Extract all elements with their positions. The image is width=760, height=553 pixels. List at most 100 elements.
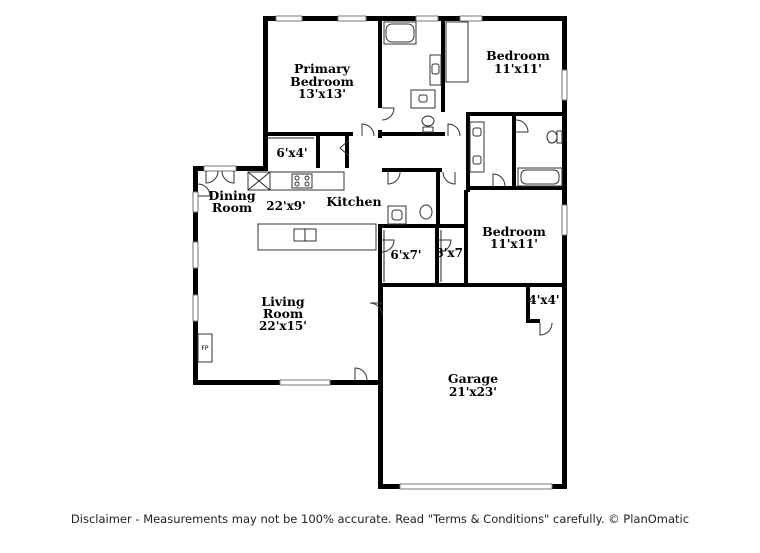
window [192, 241, 199, 269]
toilet-tank [422, 126, 434, 133]
living-room-label: Room [263, 306, 303, 321]
dining-area-dims: 22'x9' [266, 199, 306, 213]
door-swing [361, 123, 375, 137]
door-swing [447, 123, 461, 137]
garage-dims: 21'x23' [449, 385, 497, 399]
dining-side-door [192, 191, 199, 213]
toilet-tank [556, 130, 563, 144]
door-swing [197, 183, 211, 197]
windows [192, 15, 568, 490]
closet-shelf [445, 21, 469, 83]
window [561, 204, 568, 236]
door-swing [387, 171, 401, 185]
primary-bedroom-dims: 13'x13' [298, 87, 346, 101]
primary-bottom-wall [263, 132, 353, 136]
garage-top-wall [378, 283, 567, 287]
tub-basin [385, 23, 415, 43]
sink-icon [472, 127, 482, 137]
closet-6x7-dims: 6'x7' [390, 248, 421, 262]
burner [304, 181, 310, 187]
sink-icon [431, 63, 440, 75]
primary-bedroom-label: Bedroom [290, 74, 354, 89]
walls [193, 16, 567, 489]
dining-door-opening [203, 165, 237, 172]
laundry-top-wall [382, 168, 442, 172]
window [415, 15, 439, 22]
closet-4x4-left-wall [526, 283, 530, 323]
door-swing [515, 119, 529, 133]
bedroom-top-label: Bedroom [486, 48, 550, 63]
burner [294, 175, 300, 181]
door-swing [369, 302, 383, 316]
sink-icon [472, 155, 482, 165]
door-swing [205, 170, 219, 184]
bedroom-top-bottom-wall [470, 112, 567, 116]
primary-bedroom-label: Primary [294, 61, 351, 76]
burner [294, 181, 300, 187]
burner [304, 175, 310, 181]
living-room-dims: 22'x15' [259, 319, 307, 333]
closet-6x4-dims: 6'x4' [276, 146, 307, 160]
primary-bath-left-wall [378, 16, 382, 108]
bedroom-top-dims: 11'x11' [494, 62, 542, 76]
door-swing [339, 139, 350, 157]
toilet-icon [419, 204, 433, 220]
fireplace-label: FP [201, 345, 208, 352]
living-garage-wall-2 [378, 320, 382, 360]
living-left-wall [193, 166, 198, 384]
toilet-icon [421, 115, 435, 127]
window [337, 15, 367, 22]
right-wall [562, 16, 567, 488]
laundry-right-wall [436, 168, 440, 228]
closet-row-top-wall [378, 224, 467, 228]
door-swing [354, 367, 368, 381]
window [192, 294, 199, 322]
hall-bath-left-wall [466, 112, 470, 192]
closet-4x4-bottom-wall [526, 319, 540, 323]
closet-3x7-dims: 3'x7' [435, 246, 466, 260]
garage-left-wall [378, 283, 383, 488]
door-swing [492, 173, 506, 187]
dining-room-label: Dining [208, 188, 256, 203]
door-swing [539, 322, 553, 336]
bedroom-mid-label: Bedroom [482, 224, 546, 239]
washer-drum [391, 209, 403, 221]
closet-divider [435, 224, 439, 284]
toilet-icon [546, 130, 558, 144]
kitchen-island [257, 223, 377, 251]
closet-6x7-left-wall [378, 224, 382, 284]
hall-bath-divider [512, 112, 516, 186]
window [279, 379, 331, 386]
door-swings [197, 107, 553, 381]
primary-bath-right-wall [441, 16, 445, 112]
door-swing [381, 107, 395, 121]
hall-bath-bottom-wall [466, 186, 567, 190]
fridge-cross [247, 171, 271, 191]
top-wall [263, 16, 567, 21]
garage-door [399, 483, 553, 490]
closet-4x4-dims: 4'x4' [528, 293, 559, 307]
stove-icon [291, 173, 313, 189]
window [275, 15, 303, 22]
garage-label: Garage [448, 371, 498, 386]
window [561, 69, 568, 101]
fixtures [197, 21, 563, 363]
door-swing [221, 170, 235, 184]
primary-bath-bottom-wall [378, 132, 445, 136]
disclaimer-text: Disclaimer - Measurements may not be 100… [70, 512, 690, 526]
window [459, 15, 483, 22]
living-room-label: Living [261, 294, 305, 309]
kitchen-label: Kitchen [326, 194, 381, 209]
living-garage-wall [378, 283, 382, 303]
room-labels: Primary Bedroom 13'x13' Bedroom 11'x11' … [201, 48, 559, 399]
closet-6x4-right-wall [316, 132, 320, 168]
bedroom-mid-left-wall [464, 190, 468, 287]
fireplace-icon [197, 333, 213, 363]
kitchen-pantry-wall [345, 132, 349, 168]
bedroom-mid-dims: 11'x11' [490, 237, 538, 251]
tub-basin [520, 169, 560, 185]
primary-left-wall [263, 16, 268, 168]
dining-room-label: Room [212, 200, 252, 215]
door-swing [442, 171, 456, 185]
